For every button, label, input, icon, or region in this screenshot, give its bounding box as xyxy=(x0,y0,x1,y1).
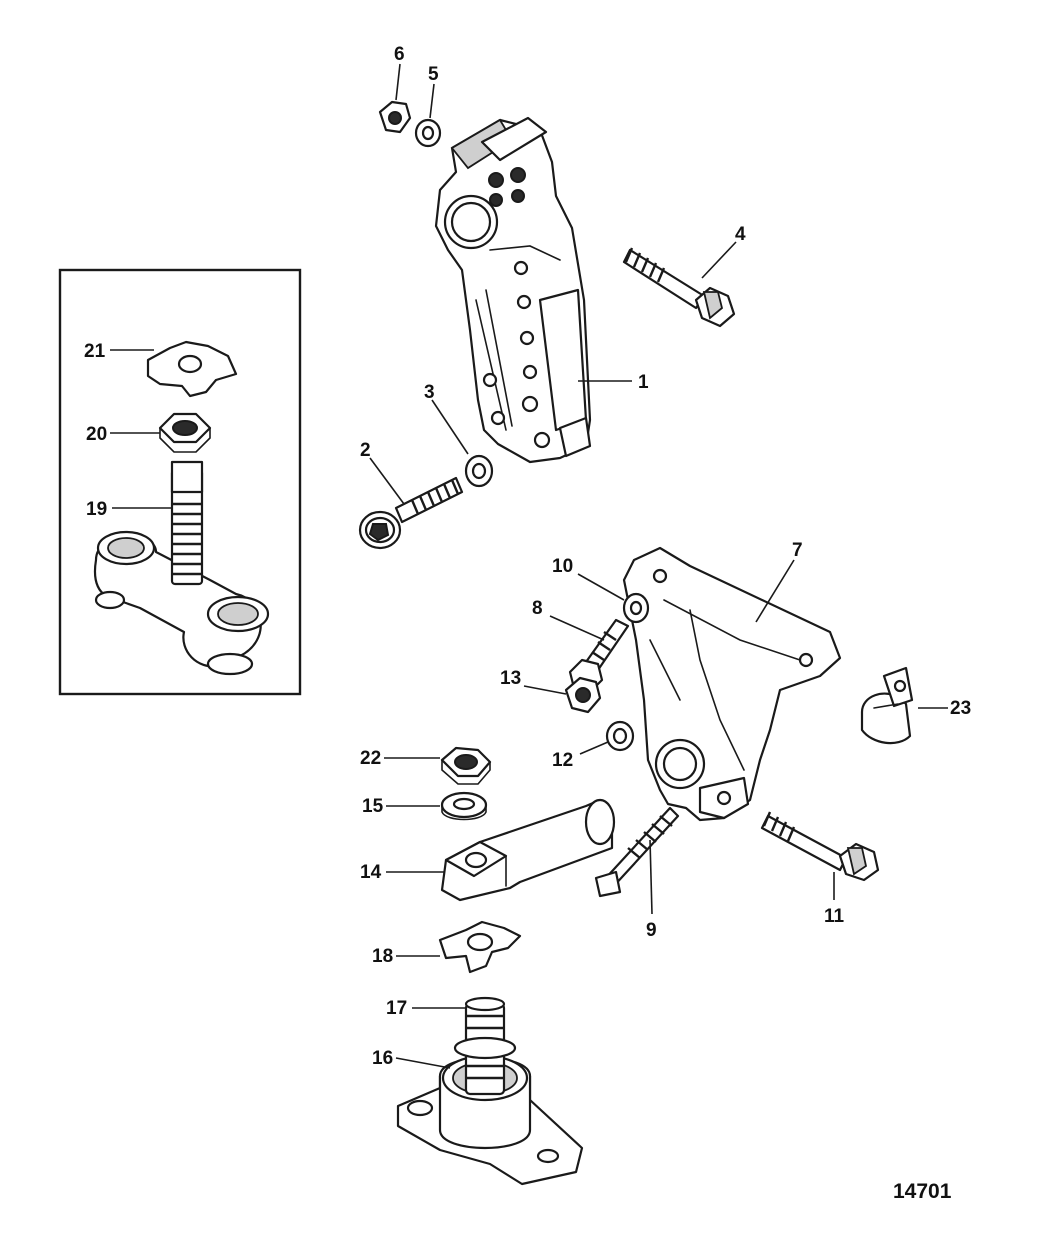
part-22-hex-nut xyxy=(440,746,492,785)
callout-1: 1 xyxy=(638,372,649,393)
callout-18: 18 xyxy=(372,946,393,967)
part-23-cable-clamp xyxy=(860,666,914,745)
leader-lines xyxy=(110,63,948,1069)
part-11-bolt xyxy=(760,811,880,882)
part-4-bolt xyxy=(622,247,736,328)
part-6-hex-nut xyxy=(378,100,412,134)
inset-panel xyxy=(58,268,302,696)
callout-10: 10 xyxy=(552,556,573,577)
part-18-retainer xyxy=(438,920,522,974)
part-2-cap-screw xyxy=(358,476,464,550)
callout-8: 8 xyxy=(532,598,543,619)
part-10-lock-washer xyxy=(622,592,650,624)
callout-15: 15 xyxy=(362,796,384,817)
callout-22: 22 xyxy=(360,748,381,769)
part-9-stud xyxy=(594,806,680,898)
callout-3: 3 xyxy=(424,382,435,403)
callout-6: 6 xyxy=(394,44,405,65)
callout-9: 9 xyxy=(646,920,657,941)
callout-labels: 1 2 3 4 5 6 7 8 9 10 11 12 13 14 15 16 1… xyxy=(84,44,971,1069)
callout-14: 14 xyxy=(360,862,382,883)
part-19-link-stud xyxy=(93,460,270,676)
callout-7: 7 xyxy=(792,540,803,561)
part-14-shaft xyxy=(440,798,616,902)
callout-13: 13 xyxy=(500,668,521,689)
part-13-hex-nut xyxy=(564,676,602,714)
part-7-mount-bracket xyxy=(622,546,842,822)
part-21-retainer xyxy=(146,340,238,398)
callout-16: 16 xyxy=(372,1048,393,1069)
figure-number: 14701 xyxy=(893,1180,952,1203)
callout-5: 5 xyxy=(428,64,439,85)
callout-12: 12 xyxy=(552,750,573,771)
callout-4: 4 xyxy=(735,224,746,245)
part-5-lock-washer xyxy=(414,118,442,148)
part-17-stud xyxy=(453,996,517,1096)
callout-21: 21 xyxy=(84,341,106,362)
callout-17: 17 xyxy=(386,998,407,1019)
callout-11: 11 xyxy=(824,906,845,927)
callout-19: 19 xyxy=(86,499,107,520)
part-15-washer xyxy=(440,791,488,821)
callout-23: 23 xyxy=(950,698,971,719)
part-20-hex-nut xyxy=(158,412,212,453)
part-3-lock-washer xyxy=(464,454,494,488)
callout-20: 20 xyxy=(86,424,107,445)
part-12-lock-washer xyxy=(605,720,635,752)
callout-2: 2 xyxy=(360,440,371,461)
part-1-bracket-arm xyxy=(434,116,592,464)
